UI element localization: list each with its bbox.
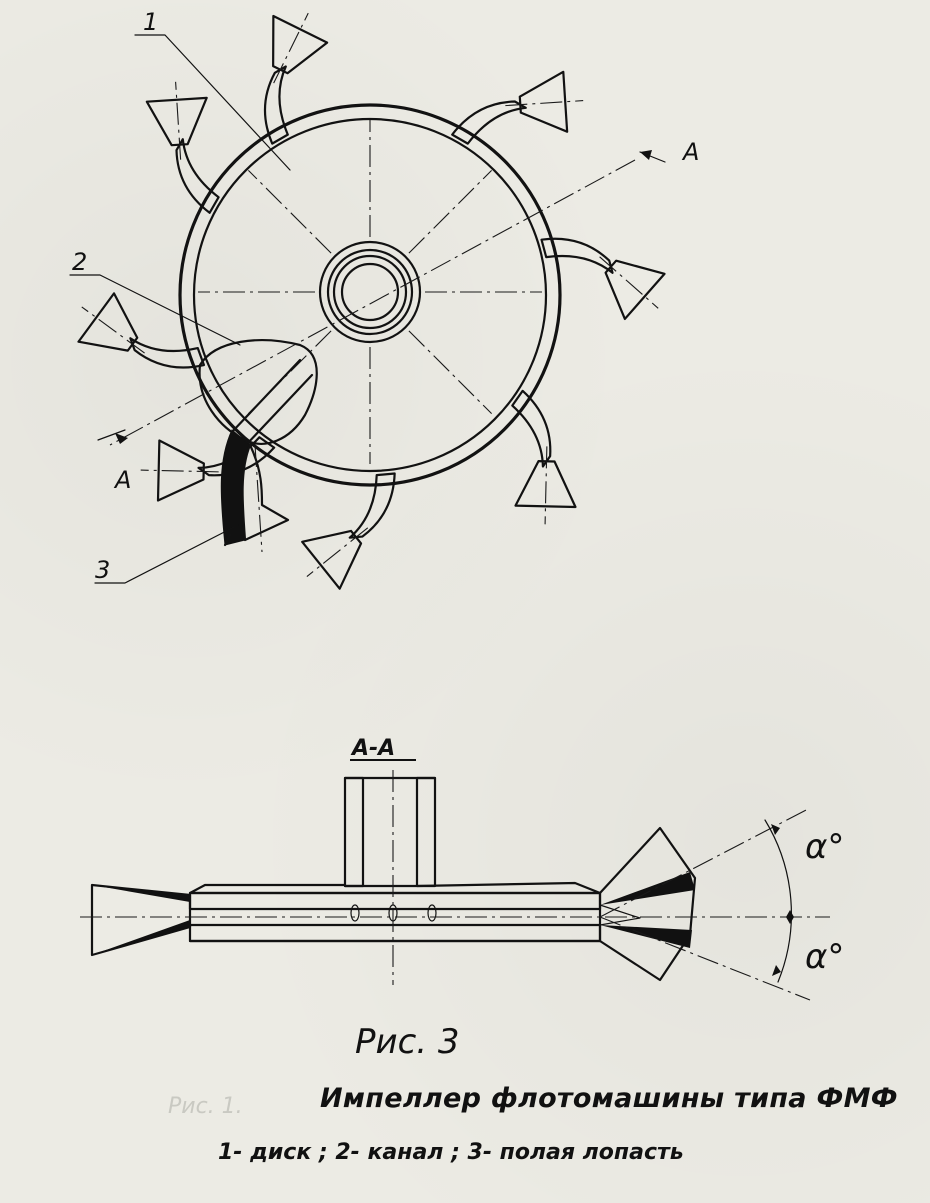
blade-tube (348, 472, 396, 539)
angle-arc (764, 819, 792, 983)
channel-section (198, 339, 318, 445)
blade-tube (451, 100, 527, 145)
blade-nozzle (514, 460, 577, 509)
blade-nozzle (301, 529, 363, 590)
angle-label-top: α° (805, 827, 844, 867)
blade-axis (505, 100, 584, 107)
blade-axis (306, 527, 369, 577)
disk-radial-line (408, 330, 493, 415)
blade-nozzle (604, 259, 666, 321)
disk-radial-line (408, 169, 493, 254)
section-marker-top: A (681, 138, 699, 166)
hollow-blade-axis (254, 444, 263, 553)
hole (350, 904, 360, 922)
blade-nozzle (145, 96, 208, 147)
hub-ring (326, 248, 414, 336)
hub-bore (340, 262, 400, 322)
blade-tube (511, 389, 552, 468)
figure-number: Рис. 3 (355, 1022, 460, 1062)
disk-inner-rim (192, 117, 548, 473)
blade-axis (175, 81, 182, 160)
blade-nozzle (156, 439, 205, 502)
figure-legend: 1- диск ; 2- канал ; 3- полая лопасть (218, 1140, 684, 1165)
arm-wall-bottom (188, 923, 602, 943)
callout-2: 2 (72, 248, 87, 276)
blade-axis (81, 306, 145, 354)
section-a-a-view: A-A α° (80, 736, 844, 1001)
right-nozzle (598, 826, 697, 982)
blade-axis (599, 256, 659, 309)
blade-axis (273, 12, 309, 84)
section-arrow-bottom (97, 429, 126, 441)
blade-axis (140, 469, 219, 473)
leader-blade (94, 524, 239, 584)
impeller-top-view: 1 2 3 A A (69, 8, 699, 590)
hub-wall-right (415, 776, 437, 888)
blade-nozzle (272, 14, 329, 75)
blade-tube (129, 337, 206, 369)
hub-ring-inner (332, 254, 408, 330)
callout-3: 3 (95, 556, 110, 584)
hub-wall-left (343, 776, 365, 888)
blade-group (77, 12, 666, 590)
section-marker-bottom: A (113, 466, 131, 494)
section-line-a (109, 159, 636, 446)
blade-tube (175, 138, 220, 214)
disk-outer-rim (178, 103, 562, 487)
leader-channel (69, 274, 241, 346)
angle-ray-bottom (599, 916, 811, 1001)
callout-1: 1 (143, 8, 158, 36)
channel-walls (230, 358, 314, 447)
hub-outer (318, 240, 422, 344)
section-title: A-A (350, 736, 395, 761)
angle-label-bottom: α° (805, 937, 844, 977)
faded-figure-label: Рис. 1. (168, 1094, 243, 1119)
hollow-blade-dark-wall (220, 429, 251, 546)
leader-disk (134, 34, 291, 171)
hollow-blade-body (241, 443, 290, 542)
disk-radial-line (247, 169, 332, 254)
hole (427, 904, 437, 922)
blade-nozzle (518, 70, 569, 133)
angle-ray-top (599, 807, 811, 918)
figure-title: Импеллер флотомашины типа ФМФ (320, 1083, 898, 1114)
blade-tube (540, 237, 614, 274)
blade-tube (263, 65, 289, 145)
blade-axis (544, 446, 548, 525)
blade-nozzle (77, 292, 139, 352)
